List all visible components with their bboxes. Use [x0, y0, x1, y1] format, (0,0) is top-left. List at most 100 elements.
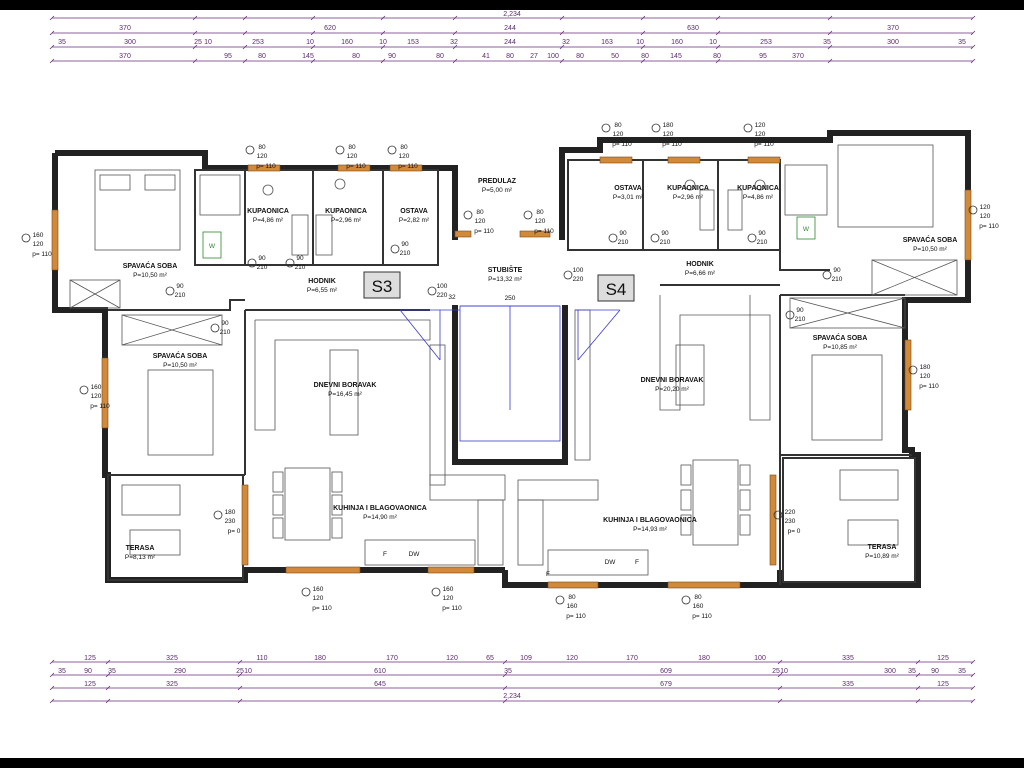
room-name: HODNIK: [686, 261, 714, 268]
dim-tick: [192, 30, 198, 36]
top-dim-value: 35: [958, 39, 966, 46]
dim-tick: [970, 44, 976, 50]
bottom-dim-value: 10: [780, 668, 788, 675]
bottom-dim-value: 90: [931, 668, 939, 675]
dim-tick: [715, 15, 721, 21]
window-tag-top: 80: [694, 594, 702, 601]
door-tag-top: 90: [833, 267, 841, 274]
dim-tick: [380, 15, 386, 21]
fridge-label-left: F: [383, 551, 387, 558]
window-tag-marker: [651, 123, 661, 133]
dim-tick: [237, 659, 243, 665]
door-tag-bottom: 210: [832, 276, 843, 283]
room-name: OSTAVA: [400, 208, 428, 215]
dim-tick: [715, 30, 721, 36]
top-dim-value: 90: [388, 53, 396, 60]
room-name: SPAVAĆA SOBA: [813, 333, 868, 342]
bottom-dim-value: 325: [166, 655, 178, 662]
dim-tick: [49, 15, 55, 21]
window-tag-bottom: 230: [225, 518, 236, 525]
bottom-dim-value: 100: [754, 655, 766, 662]
window-tag-sill: p= 110: [398, 163, 418, 170]
top-dim-value: 80: [713, 53, 721, 60]
window-tag-bottom: 120: [475, 218, 486, 225]
room-area: P=10,89 m²: [865, 553, 900, 560]
room-name: SPAVAĆA SOBA: [903, 235, 958, 244]
door-tag-marker: [210, 323, 220, 333]
window-tag-top: 120: [755, 122, 766, 129]
dim-tick: [192, 15, 198, 21]
door-tag-top: 90: [661, 230, 669, 237]
door-tag-marker: [608, 233, 618, 243]
top-dim-value: 80: [258, 53, 266, 60]
dim-tick: [242, 58, 248, 64]
door-tag-top: 100: [437, 283, 448, 290]
dim-tick: [640, 30, 646, 36]
bottom-dim-value: 35: [504, 668, 512, 675]
misc-labels: 250 32 F DW F DW F W W: [209, 226, 810, 578]
window-tag-sill: p= 110: [312, 605, 332, 612]
room-name: HODNIK: [308, 278, 336, 285]
top-dim-value: 80: [436, 53, 444, 60]
door-tag-marker: [822, 270, 832, 280]
dim-tick: [502, 672, 508, 678]
dim-tick: [640, 44, 646, 50]
door-tag-marker: [285, 258, 295, 268]
dim-tick: [970, 15, 976, 21]
room-name: DNEVNI BORAVAK: [314, 382, 377, 389]
door-tag-top: 90: [796, 307, 804, 314]
top-dim-value: 370: [119, 53, 131, 60]
room-area: P=13,32 m²: [488, 276, 523, 283]
door-tag-bottom: 210: [400, 250, 411, 257]
top-dim-value: 35: [58, 39, 66, 46]
window-tag-marker: [301, 587, 311, 597]
room-name: SPAVAĆA SOBA: [153, 351, 208, 360]
dim-tick: [380, 44, 386, 50]
window-tag-bottom: 120: [755, 131, 766, 138]
room-name: KUPAONICA: [667, 185, 709, 192]
room-area: P=10,50 m²: [163, 362, 198, 369]
fridge-label-right: F: [546, 571, 550, 578]
bottom-dim-value: 109: [520, 655, 532, 662]
top-dim-value: 32: [450, 39, 458, 46]
window-tag-sill: p= 110: [612, 141, 632, 148]
room-name: KUPAONICA: [325, 208, 367, 215]
top-dim-value: 630: [687, 25, 699, 32]
room-name: DNEVNI BORAVAK: [641, 377, 704, 384]
door-tag-bottom: 210: [618, 239, 629, 246]
window-tag-marker: [743, 123, 753, 133]
window-tag-sill: p= 110: [346, 163, 366, 170]
room-area: P=14,90 m²: [363, 514, 398, 521]
dim-tick: [915, 698, 921, 704]
dim-tick: [452, 44, 458, 50]
room-area: P=10,50 m²: [133, 272, 168, 279]
door-tag-bottom: 210: [295, 264, 306, 271]
window-tag-top: 160: [33, 232, 44, 239]
window-tag-sill: p= 110: [919, 383, 939, 390]
dim-tick: [49, 698, 55, 704]
top-dim-value: 10: [379, 39, 387, 46]
window-tag-sill: p= 110: [256, 163, 276, 170]
window-tag-bottom: 120: [91, 393, 102, 400]
stair-width-label: 250: [505, 295, 516, 302]
dim-tick: [49, 58, 55, 64]
door-tag-bottom: 210: [175, 292, 186, 299]
room-area: P=6,66 m²: [685, 270, 716, 277]
room-area: P=4,86 m²: [743, 194, 774, 201]
window-tag-marker: [681, 595, 691, 605]
dim-tick: [559, 44, 565, 50]
window-tag-sill: p= 110: [979, 223, 999, 230]
room-name: OSTAVA: [614, 185, 642, 192]
dim-tick: [502, 659, 508, 665]
window-tag-marker: [773, 510, 783, 520]
dim-tick: [970, 685, 976, 691]
door-tag-marker: [563, 270, 573, 280]
dim-tick: [105, 685, 111, 691]
